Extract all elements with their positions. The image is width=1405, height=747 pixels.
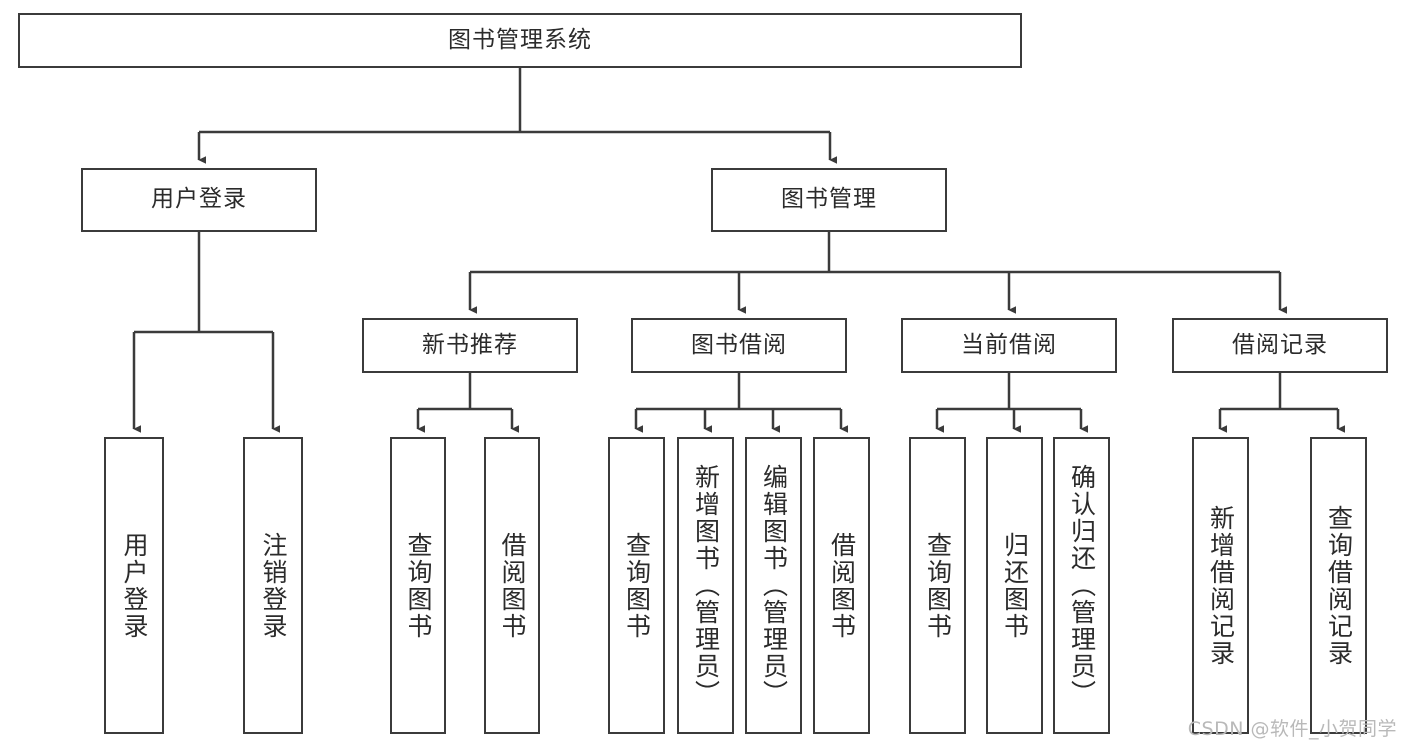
node-user-login-label: 用户登录 xyxy=(151,186,247,213)
node-leaf-return-book[interactable]: 归还图书 xyxy=(986,437,1043,734)
node-leaf-user-logout-label: 注销登录 xyxy=(259,531,288,640)
node-leaf-return-book-label: 归还图书 xyxy=(1000,531,1030,640)
node-current-borrow-label: 当前借阅 xyxy=(961,331,1057,358)
node-leaf-query-book-1-label: 查询图书 xyxy=(404,531,433,640)
node-leaf-add-book[interactable]: 新增图书（管理员） xyxy=(677,437,734,734)
node-leaf-confirm-return-label: 确认归还（管理员） xyxy=(1067,464,1097,707)
node-leaf-query-book-3-label: 查询图书 xyxy=(923,531,953,640)
node-leaf-query-record-label: 查询借阅记录 xyxy=(1324,504,1354,667)
node-leaf-query-book-2[interactable]: 查询图书 xyxy=(608,437,665,734)
node-leaf-query-book-1[interactable]: 查询图书 xyxy=(390,437,446,734)
node-leaf-add-record-label: 新增借阅记录 xyxy=(1206,504,1236,667)
node-current-borrow[interactable]: 当前借阅 xyxy=(901,318,1117,373)
node-borrow-record-label: 借阅记录 xyxy=(1232,331,1328,358)
node-leaf-query-book-3[interactable]: 查询图书 xyxy=(909,437,966,734)
node-leaf-query-record[interactable]: 查询借阅记录 xyxy=(1310,437,1367,734)
node-root-label: 图书管理系统 xyxy=(448,26,592,53)
node-leaf-borrow-book-1-label: 借阅图书 xyxy=(498,531,527,640)
node-leaf-user-login-label: 用户登录 xyxy=(120,531,149,640)
csdn-watermark: CSDN @软件_小贺同学 xyxy=(1187,718,1397,740)
node-leaf-borrow-book-2-label: 借阅图书 xyxy=(827,531,857,640)
node-book-borrow[interactable]: 图书借阅 xyxy=(631,318,847,373)
node-leaf-borrow-book-2[interactable]: 借阅图书 xyxy=(813,437,870,734)
node-borrow-record[interactable]: 借阅记录 xyxy=(1172,318,1388,373)
node-new-book-recommend-label: 新书推荐 xyxy=(422,331,518,358)
node-leaf-add-book-label: 新增图书（管理员） xyxy=(691,464,721,707)
node-book-manage[interactable]: 图书管理 xyxy=(711,168,947,232)
node-leaf-edit-book[interactable]: 编辑图书（管理员） xyxy=(745,437,802,734)
node-book-manage-label: 图书管理 xyxy=(781,186,877,213)
node-book-borrow-label: 图书借阅 xyxy=(691,331,787,358)
node-leaf-user-login[interactable]: 用户登录 xyxy=(104,437,164,734)
node-leaf-query-book-2-label: 查询图书 xyxy=(622,531,652,640)
node-user-login[interactable]: 用户登录 xyxy=(81,168,317,232)
node-new-book-recommend[interactable]: 新书推荐 xyxy=(362,318,578,373)
node-leaf-edit-book-label: 编辑图书（管理员） xyxy=(759,464,789,707)
node-leaf-confirm-return[interactable]: 确认归还（管理员） xyxy=(1053,437,1110,734)
node-root[interactable]: 图书管理系统 xyxy=(18,13,1022,68)
node-leaf-add-record[interactable]: 新增借阅记录 xyxy=(1192,437,1249,734)
node-leaf-borrow-book-1[interactable]: 借阅图书 xyxy=(484,437,540,734)
node-leaf-user-logout[interactable]: 注销登录 xyxy=(243,437,303,734)
